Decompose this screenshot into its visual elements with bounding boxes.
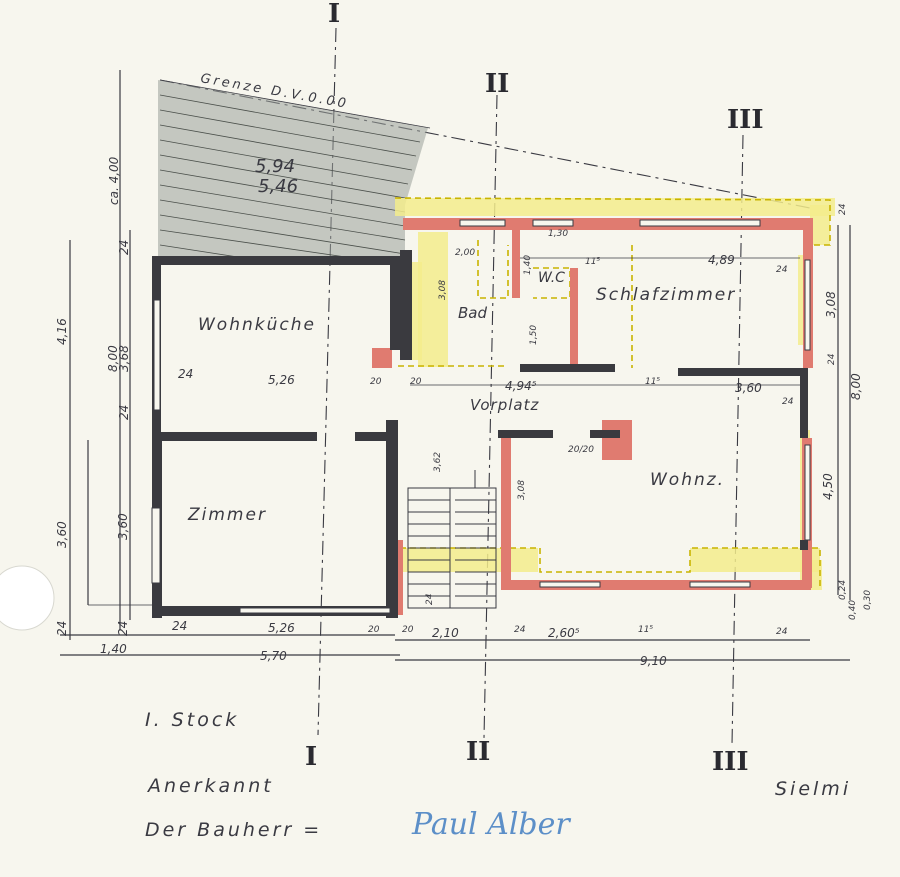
dim-308-c: 3,08 — [824, 291, 838, 318]
dim-20-b: 20 — [410, 377, 422, 387]
dim-800-right: 8,00 — [849, 373, 863, 400]
floor-label: I. Stock — [145, 709, 239, 731]
section-marker-3-top: III — [727, 105, 764, 135]
dim-140: 1,40 — [100, 642, 127, 656]
terrace-hatch — [158, 80, 428, 263]
dim-489: 4,89 — [708, 253, 735, 267]
dim-024: 0,24 — [838, 580, 848, 600]
punch-hole — [0, 565, 55, 631]
section-marker-1-bottom: I — [305, 742, 317, 772]
dim-360-c: 3,60 — [735, 381, 762, 395]
dim-24-i: 24 — [827, 353, 837, 365]
dim-2020: 20/20 — [568, 445, 594, 455]
room-wc: W.C — [538, 270, 565, 286]
dim-115-c: 11⁵ — [638, 625, 653, 635]
dim-210: 2,10 — [432, 626, 459, 640]
dim-24-a: 24 — [117, 240, 131, 255]
dim-150: 1,50 — [529, 325, 539, 345]
dim-20-d: 20 — [402, 625, 414, 635]
dim-20-c: 20 — [368, 625, 380, 635]
terrace-dim-b: 5,46 — [258, 176, 298, 197]
room-wohnkueche: Wohnküche — [198, 315, 316, 335]
dim-24-j: 24 — [172, 619, 187, 633]
dim-24-f: 24 — [782, 397, 794, 407]
room-vorplatz: Vorplatz — [470, 396, 539, 414]
dim-115-b: 11⁵ — [585, 257, 600, 267]
section-marker-1-top: I — [328, 0, 340, 29]
section-marker-2-bottom: II — [466, 737, 490, 767]
dim-20-a: 20 — [370, 377, 382, 387]
dim-130: 1,30 — [548, 229, 568, 239]
dim-24-k: 24 — [514, 625, 526, 635]
dim-362: 3,62 — [433, 452, 443, 472]
dimension-lines — [60, 70, 851, 661]
dim-360-outer: 3,60 — [55, 521, 69, 548]
dim-030: 0,30 — [863, 590, 873, 610]
dim-24-e: 24 — [178, 367, 193, 381]
dim-570: 5,70 — [260, 649, 287, 663]
dim-24-h: 24 — [425, 593, 435, 605]
dim-368: 3,68 — [117, 345, 131, 372]
section-marker-2-top: II — [485, 69, 509, 99]
dim-040: 0,40 — [848, 600, 858, 620]
dim-494: 4,94⁵ — [505, 379, 537, 393]
dim-140b: 1,40 — [523, 255, 533, 275]
dim-24-l: 24 — [776, 627, 788, 637]
dim-200: 2,00 — [455, 248, 475, 258]
yellow-additions — [395, 198, 835, 590]
owner-signature: Paul Alber — [411, 807, 571, 842]
room-bad: Bad — [458, 304, 487, 322]
anerkannt-label: Anerkannt — [146, 775, 274, 797]
dim-360-inner: 3,60 — [116, 513, 130, 540]
dim-115-a: 11⁵ — [645, 377, 660, 387]
dim-526-b: 5,26 — [268, 621, 295, 635]
dim-260: 2,60⁵ — [548, 626, 580, 640]
dim-800-left: 8,00 — [106, 345, 120, 372]
dim-308-a: 3,08 — [438, 280, 448, 300]
dim-308-b: 3,08 — [517, 480, 527, 500]
dim-ca400: ca. 4,00 — [107, 156, 121, 205]
room-schlafzimmer: Schlafzimmer — [596, 285, 736, 305]
bauherr-label: Der Bauherr = — [145, 819, 322, 841]
dim-24-r: 24 — [838, 203, 848, 215]
room-wohnz: Wohnz. — [650, 470, 725, 490]
dim-450: 4,50 — [821, 473, 835, 500]
room-zimmer: Zimmer — [187, 505, 267, 525]
terrace-dim-a: 5,94 — [255, 156, 295, 177]
dim-24-g: 24 — [776, 265, 788, 275]
dim-416: 4,16 — [55, 318, 69, 345]
sielmi-label: Sielmi — [775, 778, 851, 800]
dim-24-b: 24 — [117, 405, 131, 420]
dim-910: 9,10 — [640, 654, 667, 668]
staircase — [407, 470, 497, 609]
windows — [151, 219, 811, 614]
dim-24-c: 24 — [55, 621, 69, 636]
dim-24-d: 24 — [116, 621, 130, 636]
section-marker-3-bottom: III — [712, 747, 749, 777]
dim-526-a: 5,26 — [268, 373, 295, 387]
